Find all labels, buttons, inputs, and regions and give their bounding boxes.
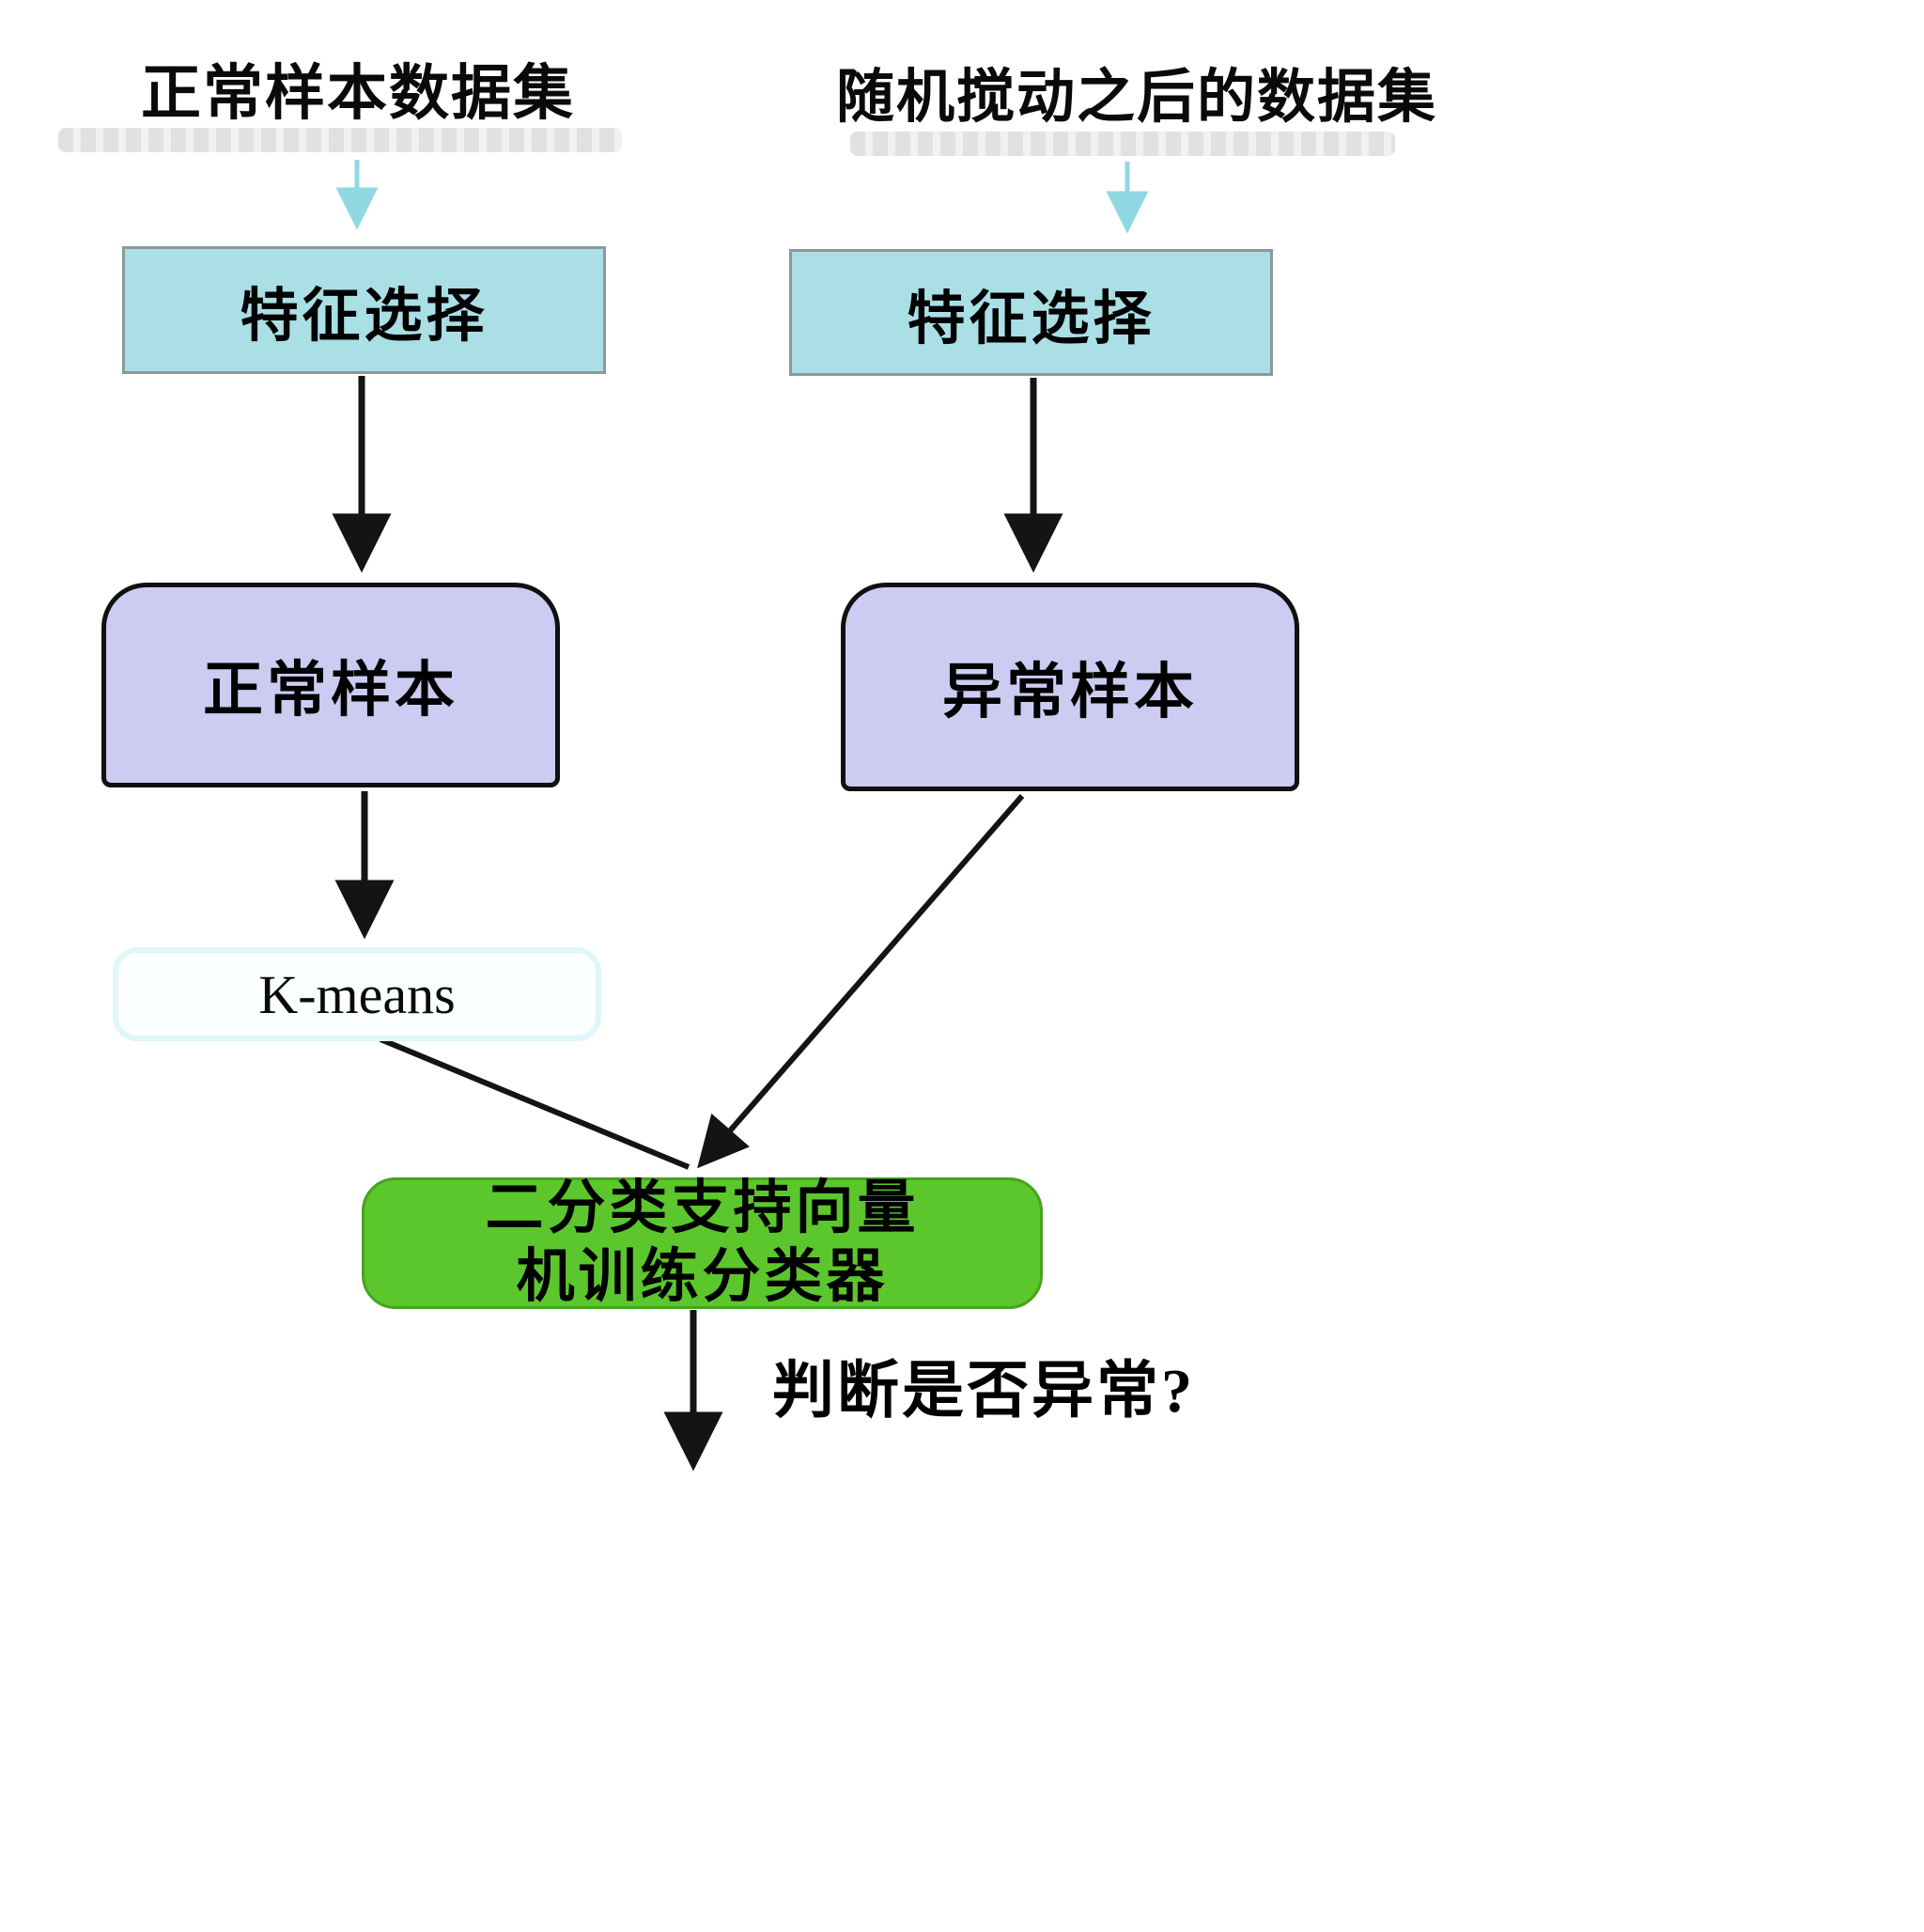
node-kmeans: K-means <box>113 947 601 1041</box>
dataset-strip-left <box>58 128 622 152</box>
node-normal-samples: 正常样本 <box>101 583 560 787</box>
node-svm-classifier-line2: 机训练分类器 <box>516 1245 889 1309</box>
node-normal-samples-label: 正常样本 <box>203 657 458 724</box>
dataset-strip-right <box>850 132 1395 156</box>
label-normal-dataset: 正常样本数据集 <box>141 60 575 127</box>
node-feature-selection-left-label: 特征选择 <box>240 285 489 349</box>
label-perturbed-dataset: 随机搅动之后的数据集 <box>836 66 1438 130</box>
node-feature-selection-right: 特征选择 <box>789 249 1273 376</box>
line-kmeans-to-svm <box>379 1036 690 1170</box>
node-abnormal-samples-label: 异常样本 <box>942 659 1198 725</box>
node-svm-classifier-line1: 二分类支持向量 <box>485 1176 920 1240</box>
arrow-abnormal-to-svm <box>697 794 1025 1169</box>
node-kmeans-label: K-means <box>258 963 456 1025</box>
node-svm-classifier: 二分类支持向量 机训练分类器 <box>362 1176 1043 1309</box>
node-feature-selection-right-label: 特征选择 <box>907 287 1156 351</box>
node-feature-selection-left: 特征选择 <box>122 246 606 374</box>
label-judge-abnormal: 判断是否异常? <box>772 1357 1195 1426</box>
node-abnormal-samples: 异常样本 <box>841 583 1299 791</box>
